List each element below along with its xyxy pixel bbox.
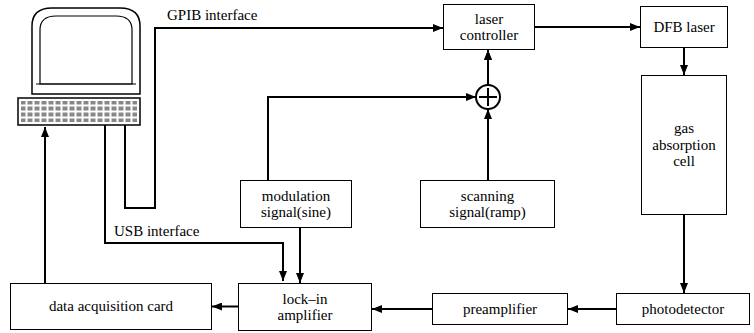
box-label: photodetector — [642, 301, 724, 318]
acquisition-box: data acquisition card — [10, 283, 212, 330]
input-arrowhead — [466, 93, 476, 101]
plus-symbol — [479, 88, 497, 106]
summing-junction — [466, 85, 500, 119]
gas-cell-box: gas absorption cell — [641, 75, 727, 215]
keyboard — [18, 98, 140, 125]
signal-arrow — [683, 48, 685, 75]
box-label: gas absorption cell — [647, 120, 721, 170]
signal-arrow — [372, 308, 432, 310]
box-label: scanning signal(ramp) — [438, 188, 538, 221]
amplifier-box: preamplifier — [432, 293, 568, 325]
monitor-housing — [32, 8, 140, 94]
laser-box: DFB laser — [640, 6, 728, 48]
box-label: modulation signal(sine) — [246, 188, 346, 221]
signal-arrow — [535, 26, 640, 28]
signal-box: scanning signal(ramp) — [420, 180, 555, 228]
box-label: lock–in amplifier — [265, 291, 345, 324]
signal-arrow — [683, 215, 685, 293]
signal-arrow — [568, 308, 616, 310]
box-label: data acquisition card — [49, 298, 173, 315]
detector-box: photodetector — [616, 293, 750, 325]
data-wire — [44, 127, 46, 283]
interface-label: USB interface — [112, 223, 201, 240]
computer-icon — [18, 8, 140, 125]
box-label: preamplifier — [463, 301, 537, 318]
box-label: laser controller — [449, 11, 529, 44]
interface-label: GPIB interface — [165, 7, 259, 24]
amplifier-box: lock–in amplifier — [238, 283, 372, 331]
summing-circle — [476, 85, 500, 109]
monitor-screen — [40, 16, 132, 84]
signal-arrow — [212, 306, 238, 308]
signal-box: modulation signal(sine) — [240, 180, 352, 228]
input-arrowhead — [484, 109, 492, 119]
signal-arrow — [268, 50, 488, 180]
signal-arrow — [299, 228, 301, 283]
box-label: DFB laser — [653, 19, 714, 36]
monitor-bezel-line — [36, 84, 136, 85]
controller-box: laser controller — [443, 4, 535, 50]
keyboard-keys — [21, 101, 137, 122]
